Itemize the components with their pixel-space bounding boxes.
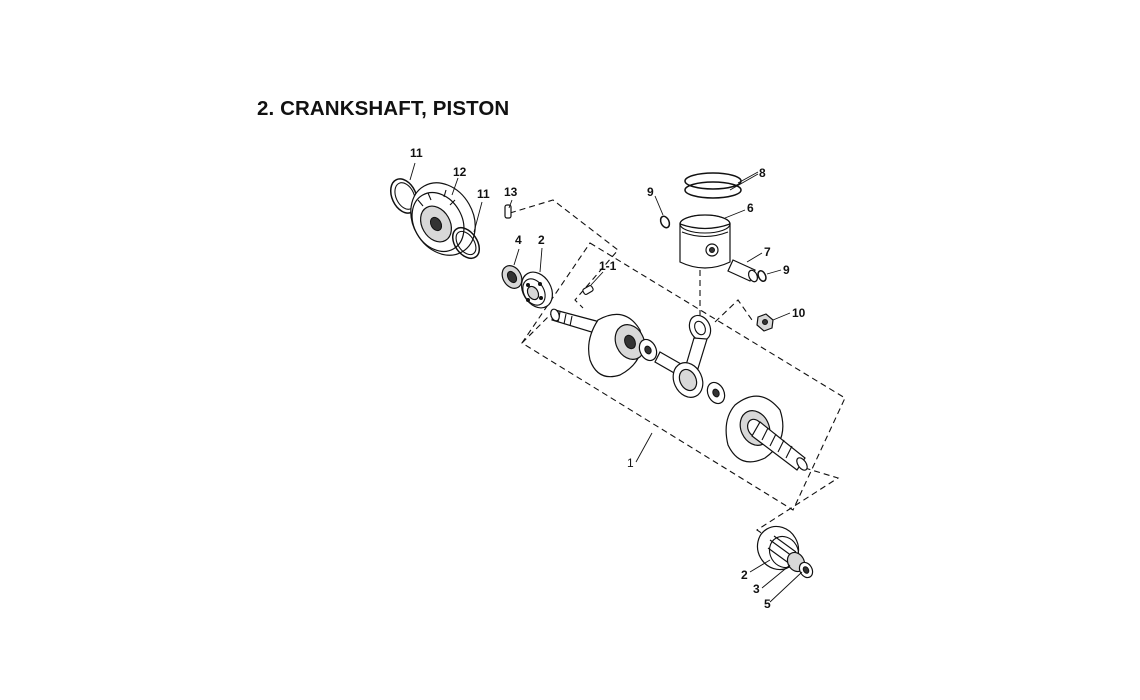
- callout-11-right: 11: [477, 187, 490, 201]
- callout-2-left: 2: [538, 233, 545, 247]
- callout-4: 4: [515, 233, 522, 247]
- flywheel-rotor: [410, 182, 476, 256]
- piston-rings: [684, 172, 742, 199]
- callout-1-1: 1-1: [599, 259, 617, 273]
- callout-10: 10: [792, 306, 806, 320]
- crankshaft-right-half: [725, 395, 808, 471]
- ball-bearing-left: [520, 271, 554, 309]
- leader-lines: [409, 162, 803, 603]
- callout-2-bottom: 2: [741, 568, 748, 582]
- crankshaft-assembly-outline: [521, 242, 846, 511]
- callout-6: 6: [747, 201, 754, 215]
- callout-3: 3: [753, 582, 760, 596]
- callout-labels: 11 12 11 13 4 2 1-1 9 8 6 7 9 10 1 2 3 5: [410, 146, 806, 611]
- piston-pin-clip-top: [659, 215, 671, 229]
- callout-5: 5: [764, 597, 771, 611]
- needle-bearing: [706, 381, 726, 405]
- callout-9-top: 9: [647, 185, 654, 199]
- callout-7: 7: [764, 245, 771, 259]
- crankshaft-left-half: [550, 308, 646, 378]
- callout-13: 13: [504, 185, 518, 199]
- callout-12: 12: [453, 165, 467, 179]
- connecting-rod: [672, 314, 712, 398]
- bottom-bearing-assembly: [756, 525, 814, 579]
- piston: [679, 214, 731, 269]
- dowel-pin: [504, 204, 512, 219]
- circlip-right: [451, 226, 481, 260]
- piston-pin: [727, 259, 759, 283]
- piston-pin-clip-right: [757, 270, 767, 282]
- nut: [756, 313, 774, 332]
- page-title: 2. CRANKSHAFT, PISTON: [257, 97, 510, 120]
- callout-9-right: 9: [783, 263, 790, 277]
- woodruff-key: [582, 285, 594, 295]
- callout-11-top: 11: [410, 146, 423, 160]
- oil-seal: [501, 265, 523, 289]
- callout-8: 8: [759, 166, 766, 180]
- callout-1: 1: [627, 456, 634, 470]
- crank-pin-bearing: [638, 338, 658, 362]
